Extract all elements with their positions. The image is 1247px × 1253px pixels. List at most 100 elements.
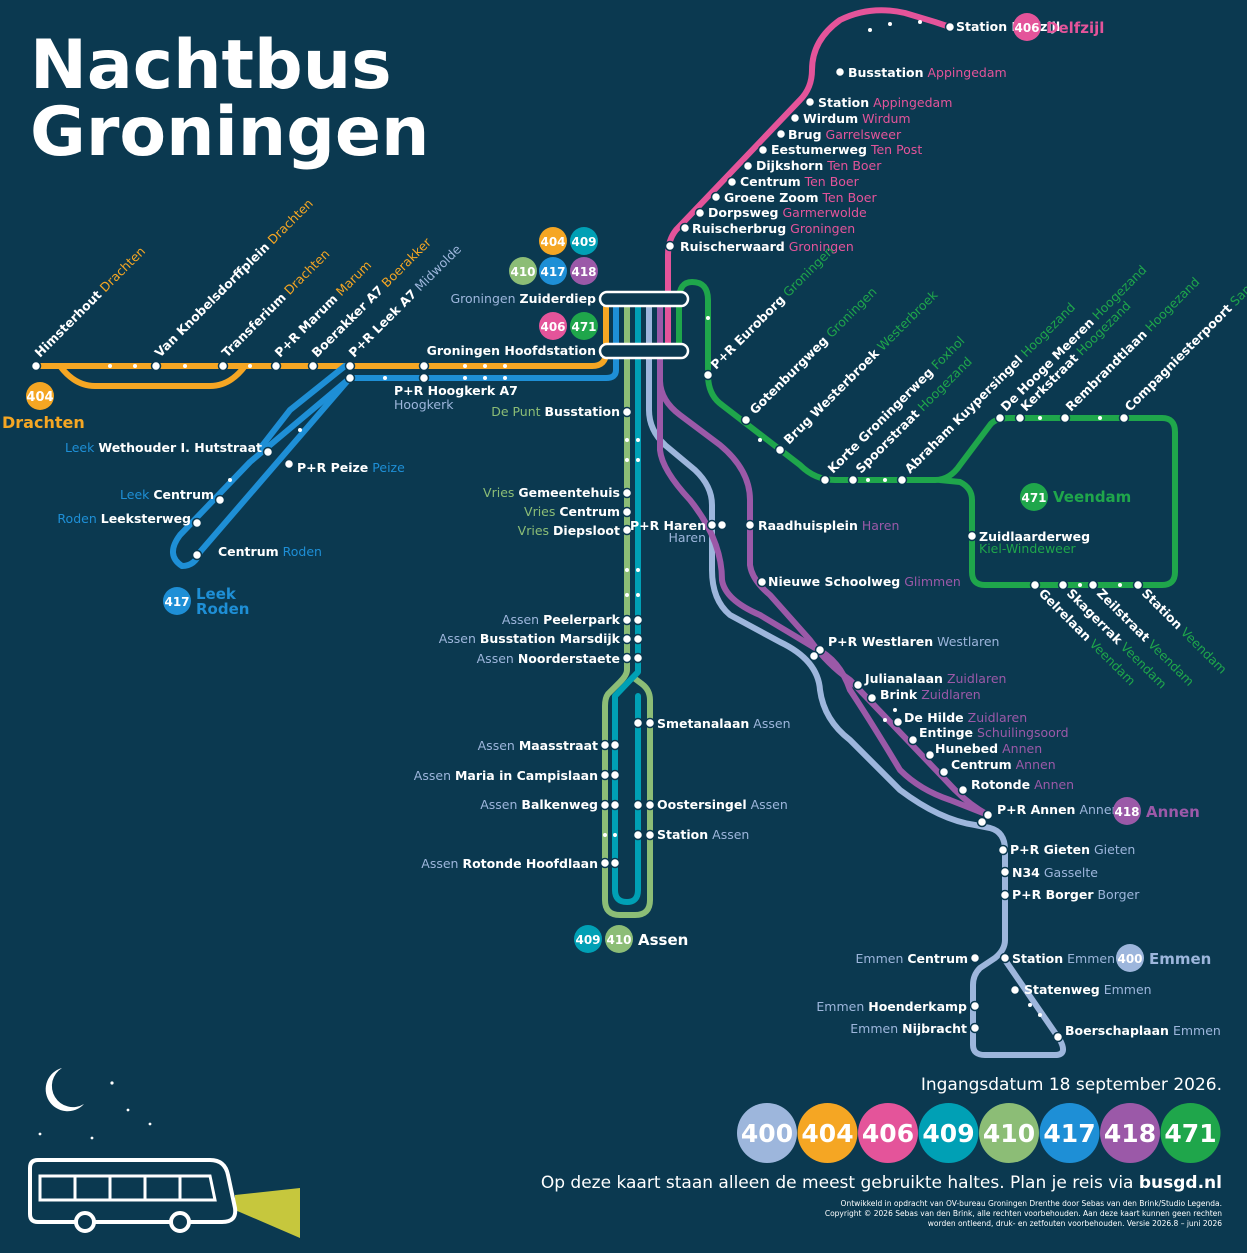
wheel-icon <box>74 1211 96 1233</box>
stop-leek-centrum: Leek Centrum <box>120 487 214 502</box>
hoofdstation-hub[interactable] <box>598 342 690 360</box>
star-icon <box>126 1108 130 1112</box>
svg-text:Raadhuisplein Haren: Raadhuisplein Haren <box>758 518 899 533</box>
svg-text:Hoogkerk: Hoogkerk <box>394 397 454 412</box>
route-418 <box>657 297 991 818</box>
svg-text:P+R Annen Annen: P+R Annen Annen <box>997 802 1119 817</box>
labels-406: Station Delfzijl Busstation Appingedam S… <box>680 19 1060 254</box>
svg-text:Dorpsweg Garmerwolde: Dorpsweg Garmerwolde <box>708 205 867 220</box>
footer-badge-label-400: 400 <box>741 1119 793 1148</box>
badge-410-assen <box>605 925 633 953</box>
dest-roden: Roden <box>196 600 249 618</box>
badge-404-drachten <box>26 382 54 410</box>
headlight-beam-icon <box>235 1188 300 1238</box>
stop-roden-centrum: Centrum Roden <box>218 544 322 559</box>
badge-418-annen <box>1113 797 1141 825</box>
footer-badge-418 <box>1100 1103 1160 1163</box>
svg-text:Kiel-Windeweer: Kiel-Windeweer <box>979 541 1077 556</box>
badge-417 <box>163 587 191 615</box>
title-line2: Groningen <box>30 93 429 172</box>
badge-409-assen <box>574 925 602 953</box>
svg-text:Brink Zuidlaren: Brink Zuidlaren <box>880 687 981 702</box>
footer-badge-label-471: 471 <box>1164 1119 1216 1148</box>
star-icon <box>90 1136 94 1140</box>
svg-text:410: 410 <box>510 265 535 279</box>
svg-text:Emmen Hoenderkamp: Emmen Hoenderkamp <box>816 999 967 1014</box>
footer-badge-409 <box>918 1103 979 1163</box>
svg-text:Centrum Ten Boer: Centrum Ten Boer <box>740 174 860 189</box>
svg-text:Emmen Centrum: Emmen Centrum <box>856 951 968 966</box>
svg-text:P+R Westlaren Westlaren: P+R Westlaren Westlaren <box>828 634 999 649</box>
effective-date: Ingangsdatum 18 september 2026. <box>921 1075 1222 1095</box>
svg-text:409: 409 <box>571 235 596 249</box>
svg-text:Assen Maria in Campislaan: Assen Maria in Campislaan <box>414 768 598 783</box>
svg-text:Nieuwe Schoolweg Glimmen: Nieuwe Schoolweg Glimmen <box>768 574 961 589</box>
badge-471-veendam <box>1020 483 1048 511</box>
dest-annen: Annen <box>1146 803 1200 821</box>
small-dots <box>108 20 1122 1017</box>
hub-hoofdstation-label: Groningen Hoofdstation <box>427 343 596 358</box>
badge-400-emmen <box>1116 944 1144 972</box>
dest-assen: Assen <box>638 931 688 949</box>
svg-text:Station Appingedam: Station Appingedam <box>818 95 952 110</box>
svg-text:Eestumerweg Ten Post: Eestumerweg Ten Post <box>771 142 922 157</box>
svg-text:Ruischerwaard Groningen: Ruischerwaard Groningen <box>680 239 854 254</box>
title-line1: Nachtbus <box>30 26 392 105</box>
route-471 <box>676 279 1178 588</box>
footer-badge-417 <box>1039 1103 1100 1163</box>
route-400 <box>646 297 1067 1058</box>
svg-text:417: 417 <box>540 265 565 279</box>
zuiderdiep-hub[interactable] <box>598 290 690 308</box>
svg-text:Oostersingel Assen: Oostersingel Assen <box>657 797 788 812</box>
star-icon <box>110 1081 114 1085</box>
route-418-b <box>657 377 991 818</box>
svg-text:N34 Gasselte: N34 Gasselte <box>1012 865 1098 880</box>
footer-badge-label-404: 404 <box>801 1119 853 1148</box>
svg-text:Assen Rotonde Hoofdlaan: Assen Rotonde Hoofdlaan <box>421 856 598 871</box>
svg-text:409: 409 <box>575 933 600 947</box>
footer-badge-label-410: 410 <box>983 1119 1035 1148</box>
svg-text:Emmen Nijbracht: Emmen Nijbracht <box>850 1021 967 1036</box>
stop-pr-peize: P+R Peize Peize <box>297 460 405 475</box>
star-icon <box>38 1132 42 1136</box>
credits-line1: Ontwikkeld in opdracht van OV-bureau Gro… <box>841 1199 1222 1208</box>
footer-badge-label-406: 406 <box>862 1119 914 1148</box>
dest-delfzijl: Delfzijl <box>1046 19 1104 37</box>
night-illustration <box>28 1068 300 1238</box>
svg-text:Smetanalaan Assen: Smetanalaan Assen <box>657 716 791 731</box>
svg-text:Assen Maasstraat: Assen Maasstraat <box>478 738 598 753</box>
svg-text:Vries Diepsloot: Vries Diepsloot <box>518 523 620 538</box>
labels-south: P+R Haren Haren Raadhuisplein Haren Nieu… <box>630 518 1120 817</box>
svg-text:471: 471 <box>571 320 596 334</box>
route-409 <box>612 297 641 905</box>
bus-icon <box>28 1158 238 1224</box>
svg-text:Rotonde Annen: Rotonde Annen <box>971 777 1074 792</box>
labels-400: P+R Gieten Gieten N34 Gasselte P+R Borge… <box>816 842 1220 1038</box>
svg-text:Haren: Haren <box>668 530 706 545</box>
labels-417: P+R Hoogkerk A7 Hoogkerk Leek Wethouder … <box>57 383 517 559</box>
svg-text:P+R Haren: P+R Haren <box>630 518 706 533</box>
footer-note: Op deze kaart staan alleen de meest gebr… <box>541 1173 1222 1193</box>
svg-text:404: 404 <box>540 235 565 249</box>
wheel-icon <box>169 1211 191 1233</box>
labels-410: De Punt Busstation Vries Gemeentehuis Vr… <box>414 404 621 871</box>
credits-line3: worden ontleend, druk- en zetfouten voor… <box>928 1219 1222 1228</box>
dest-drachten: Drachten <box>2 413 85 432</box>
busgd-link[interactable]: busgd.nl <box>1139 1173 1222 1193</box>
route-417-c <box>259 363 348 449</box>
svg-text:Groene Zoom Ten Boer: Groene Zoom Ten Boer <box>724 190 877 205</box>
svg-text:471: 471 <box>1021 491 1046 505</box>
svg-text:406: 406 <box>540 320 565 334</box>
stop-station-delfzijl: Station Delfzijl <box>956 19 1060 34</box>
credits-line2: Copyright © 2026 Sebas van den Brink, al… <box>825 1209 1222 1218</box>
svg-text:Entinge Schuilingsoord: Entinge Schuilingsoord <box>919 725 1069 740</box>
route-406 <box>665 7 953 355</box>
footer-badge-label-418: 418 <box>1104 1119 1156 1148</box>
svg-text:Hunebed Annen: Hunebed Annen <box>935 741 1042 756</box>
svg-text:Vries Centrum: Vries Centrum <box>524 504 620 519</box>
svg-text:400: 400 <box>1117 952 1142 966</box>
stop-pr-hoogkerk: P+R Hoogkerk A7 <box>394 383 518 398</box>
svg-text:Dijkshorn Ten Boer: Dijkshorn Ten Boer <box>756 158 882 173</box>
